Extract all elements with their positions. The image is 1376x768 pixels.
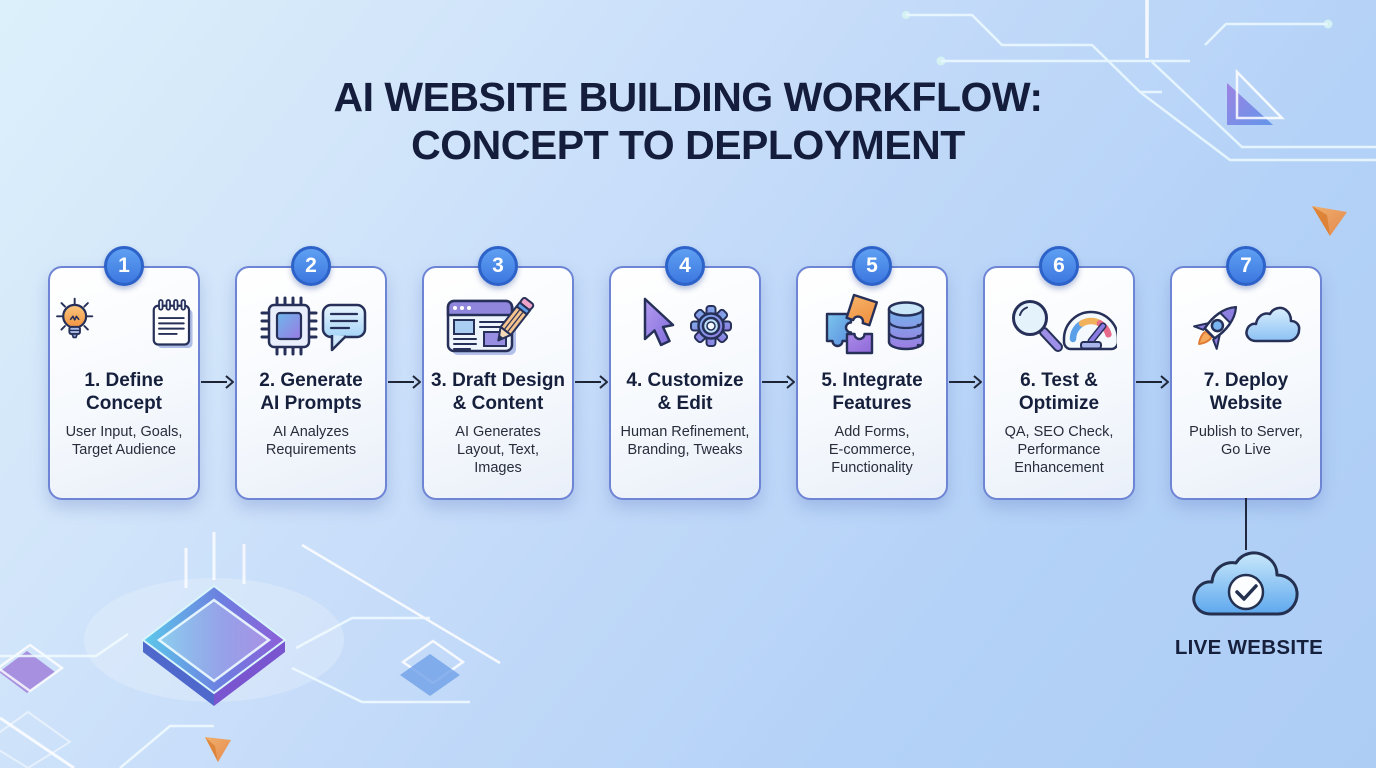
orange-arrow-decoration-top — [1312, 206, 1347, 236]
step-card-7: 7 7. Deploy Webs — [1170, 246, 1322, 504]
step-title: 6. Test & Optimize — [1018, 370, 1100, 414]
step-subtitle: AI Analyzes Requirements — [265, 423, 357, 458]
pencil-icon — [497, 297, 535, 342]
step-subtitle: AI Generates Layout, Text, Images — [455, 423, 541, 477]
step-number-badge: 1 — [104, 246, 144, 286]
puzzle-icon — [825, 293, 925, 355]
cpu-chip-icon — [260, 296, 367, 356]
magnifier-icon — [1012, 300, 1117, 352]
step-card-5: 5 — [796, 246, 948, 504]
step-icons — [798, 292, 946, 360]
notepad-icon — [152, 299, 193, 349]
step-card-body: 7. Deploy Website Publish to Server, Go … — [1170, 266, 1322, 500]
step-card-body: 2. Generate AI Prompts AI Analyzes Requi… — [235, 266, 387, 500]
step-title: 2. Generate AI Prompts — [259, 370, 363, 414]
speedometer-icon — [1062, 310, 1117, 351]
diamond-decorations — [0, 639, 466, 768]
step-number-badge: 6 — [1039, 246, 1079, 286]
workflow-row: 1 — [48, 246, 1322, 504]
step-title: 5. Integrate Features — [821, 370, 923, 414]
cloud-icon — [1245, 306, 1301, 343]
step-number-badge: 4 — [665, 246, 705, 286]
page-title: AI WEBSITE BUILDING WORKFLOW: CONCEPT TO… — [0, 74, 1376, 170]
orange-arrow-decoration-bottom — [205, 737, 231, 762]
database-icon — [887, 301, 925, 351]
cloud-check-icon — [1183, 546, 1309, 632]
step-icons — [50, 292, 198, 360]
isometric-chip-decoration — [84, 532, 344, 706]
step-number-badge: 5 — [852, 246, 892, 286]
page-title-line2: CONCEPT TO DEPLOYMENT — [411, 121, 965, 168]
step-icons — [985, 292, 1133, 360]
flow-arrow — [574, 373, 609, 391]
step-title: 3. Draft Design & Content — [430, 370, 566, 414]
step-card-1: 1 — [48, 246, 200, 504]
step-number-badge: 3 — [478, 246, 518, 286]
step-subtitle: Add Forms, E-commerce, Functionality — [828, 423, 916, 477]
deploy-connector-line — [1245, 498, 1247, 550]
step-icons — [237, 292, 385, 360]
flow-arrow — [948, 373, 983, 391]
step-title: 7. Deploy Website — [1203, 370, 1289, 414]
rocket-icon — [1193, 305, 1301, 350]
step-card-3: 3 — [422, 246, 574, 504]
flow-arrow — [761, 373, 796, 391]
step-card-2: 2 — [235, 246, 387, 504]
step-icons — [424, 292, 572, 360]
step-number-badge: 2 — [291, 246, 331, 286]
flow-arrow — [387, 373, 422, 391]
step-title: 1. Define Concept — [84, 370, 164, 414]
cursor-icon — [643, 297, 732, 347]
flow-arrow — [1135, 373, 1170, 391]
step-subtitle: User Input, Goals, Target Audience — [65, 423, 183, 458]
live-website-label: LIVE WEBSITE — [1174, 636, 1324, 659]
step-subtitle: QA, SEO Check, Performance Enhancement — [1004, 423, 1114, 477]
step-card-body: 3. Draft Design & Content AI Generates L… — [422, 266, 574, 500]
step-card-body: 6. Test & Optimize QA, SEO Check, Perfor… — [983, 266, 1135, 500]
step-card-body: 4. Customize & Edit Human Refinement, Br… — [609, 266, 761, 500]
step-card-body: 5. Integrate Features Add Forms, E-comme… — [796, 266, 948, 500]
step-icons — [1172, 292, 1320, 360]
chat-bubble-icon — [321, 303, 367, 352]
lightbulb-icon — [56, 297, 94, 339]
step-title: 4. Customize & Edit — [626, 370, 744, 414]
flow-arrow — [200, 373, 235, 391]
step-card-body: 1. Define Concept User Input, Goals, Tar… — [48, 266, 200, 500]
circuit-traces-bottom-left — [0, 543, 501, 768]
step-subtitle: Human Refinement, Branding, Tweaks — [620, 423, 750, 458]
step-subtitle: Publish to Server, Go Live — [1189, 423, 1303, 458]
step-icons — [611, 292, 759, 360]
page-title-line1: AI WEBSITE BUILDING WORKFLOW: — [333, 74, 1043, 120]
browser-window-icon — [446, 297, 535, 355]
step-number-badge: 7 — [1226, 246, 1266, 286]
step-card-6: 6 — [983, 246, 1135, 504]
gear-icon — [690, 305, 732, 347]
step-card-4: 4 — [609, 246, 761, 504]
